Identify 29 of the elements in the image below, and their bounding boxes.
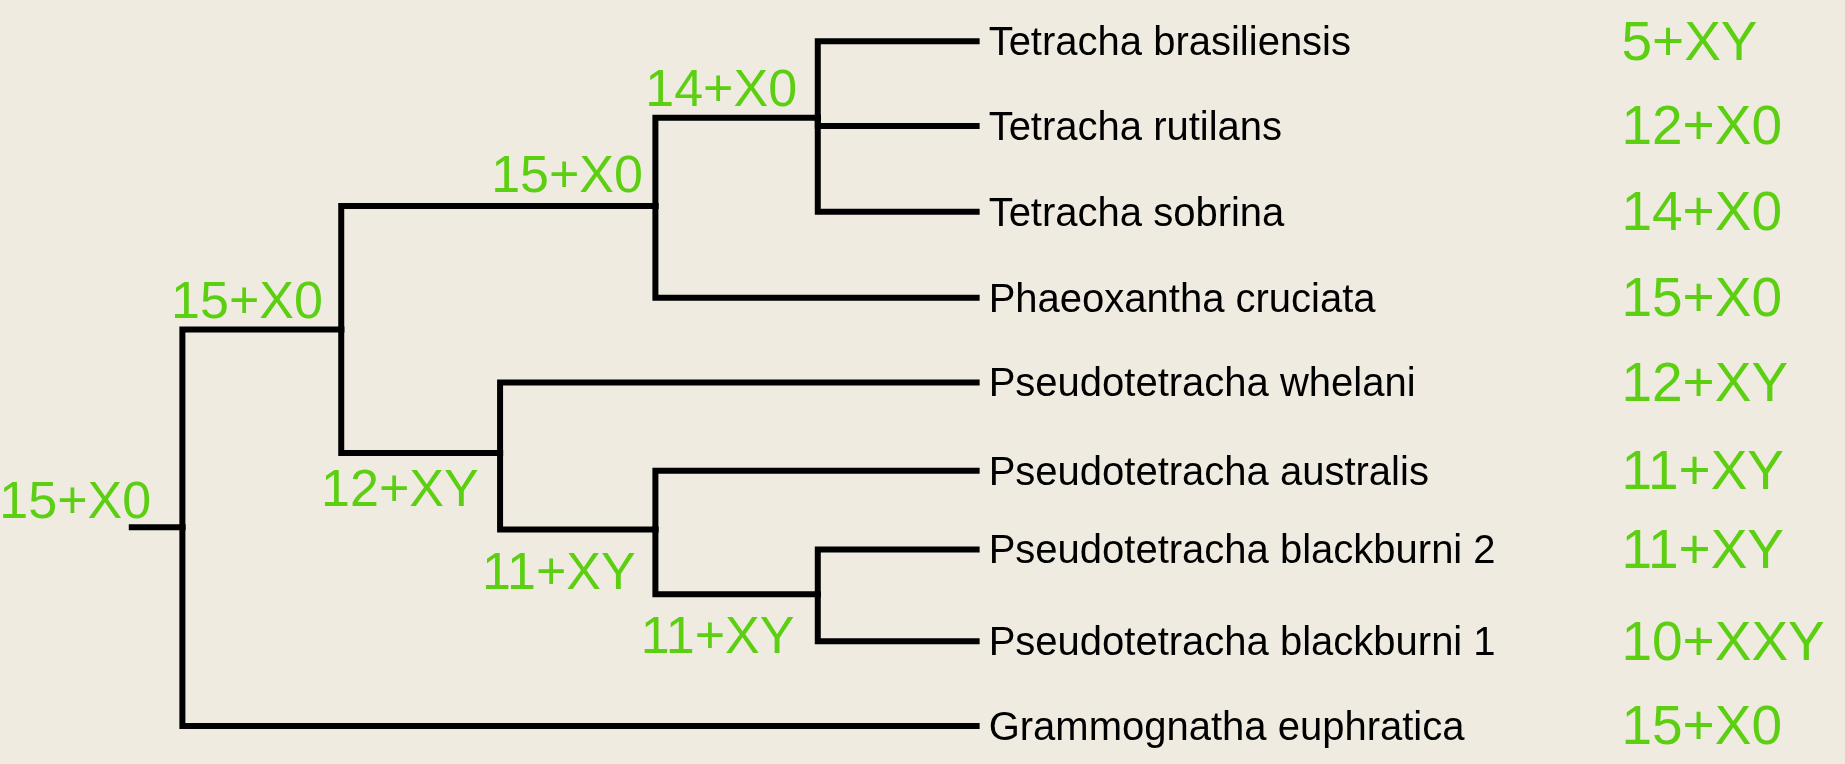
karyotype-label: 5+XY [1621, 13, 1758, 69]
karyotype-label: 15+X0 [1621, 698, 1782, 754]
node-label: 11+XY [640, 609, 795, 662]
tree-branch [814, 114, 980, 215]
karyotype-label: 14+X0 [1621, 184, 1782, 240]
node-label: 15+X0 [0, 474, 152, 527]
tree-branch [179, 524, 980, 729]
species-label: Pseudotetracha whelani [978, 362, 1416, 403]
species-label: Tetracha rutilans [978, 105, 1283, 146]
species-label: Pseudotetracha blackburni 2 [978, 529, 1496, 570]
karyotype-label: 11+XY [1621, 443, 1784, 499]
tree-branch [652, 202, 980, 301]
karyotype-label: 10+XXY [1621, 613, 1825, 669]
node-label: 15+X0 [491, 148, 643, 201]
karyotype-label: 12+XY [1621, 354, 1789, 410]
node-label: 11+XY [481, 544, 636, 597]
tree-branch [814, 591, 980, 645]
species-label: Pseudotetracha blackburni 1 [978, 621, 1496, 662]
node-label: 12+XY [321, 462, 479, 515]
species-label: Tetracha sobrina [978, 191, 1285, 232]
karyotype-label: 15+X0 [1621, 270, 1782, 326]
karyotype-label: 12+X0 [1621, 98, 1782, 154]
node-label: 15+X0 [171, 274, 323, 327]
species-label: Pseudotetracha australis [978, 450, 1429, 491]
species-label: Phaeoxantha cruciata [978, 277, 1376, 318]
species-label: Tetracha brasiliensis [978, 21, 1351, 62]
node-label: 14+X0 [645, 62, 798, 115]
karyotype-label: 11+XY [1621, 522, 1784, 577]
species-label: Grammognatha euphratica [978, 706, 1465, 746]
